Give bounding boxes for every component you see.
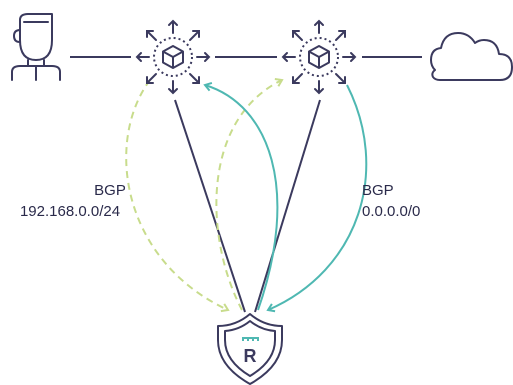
right-bgp-label: BGP	[362, 182, 394, 199]
bgp-arrow-shield-to-router1	[203, 81, 279, 311]
shield-icon: R	[217, 313, 283, 385]
cloud-icon	[430, 32, 513, 81]
left-bgp-label: BGP	[94, 182, 126, 199]
bgp-arrow-router2-to-shield	[266, 84, 368, 313]
router-icon	[281, 19, 357, 95]
left-prefix-label: 192.168.0.0/24	[20, 203, 120, 220]
link-router1-shield	[174, 99, 246, 313]
user-icon	[11, 13, 61, 81]
right-prefix-label: 0.0.0.0/0	[362, 203, 420, 220]
shield-letter: R	[244, 346, 257, 366]
bgp-arrow-router1-to-shield	[125, 79, 230, 313]
link-router2-shield	[254, 99, 321, 313]
router-icon	[135, 19, 211, 95]
